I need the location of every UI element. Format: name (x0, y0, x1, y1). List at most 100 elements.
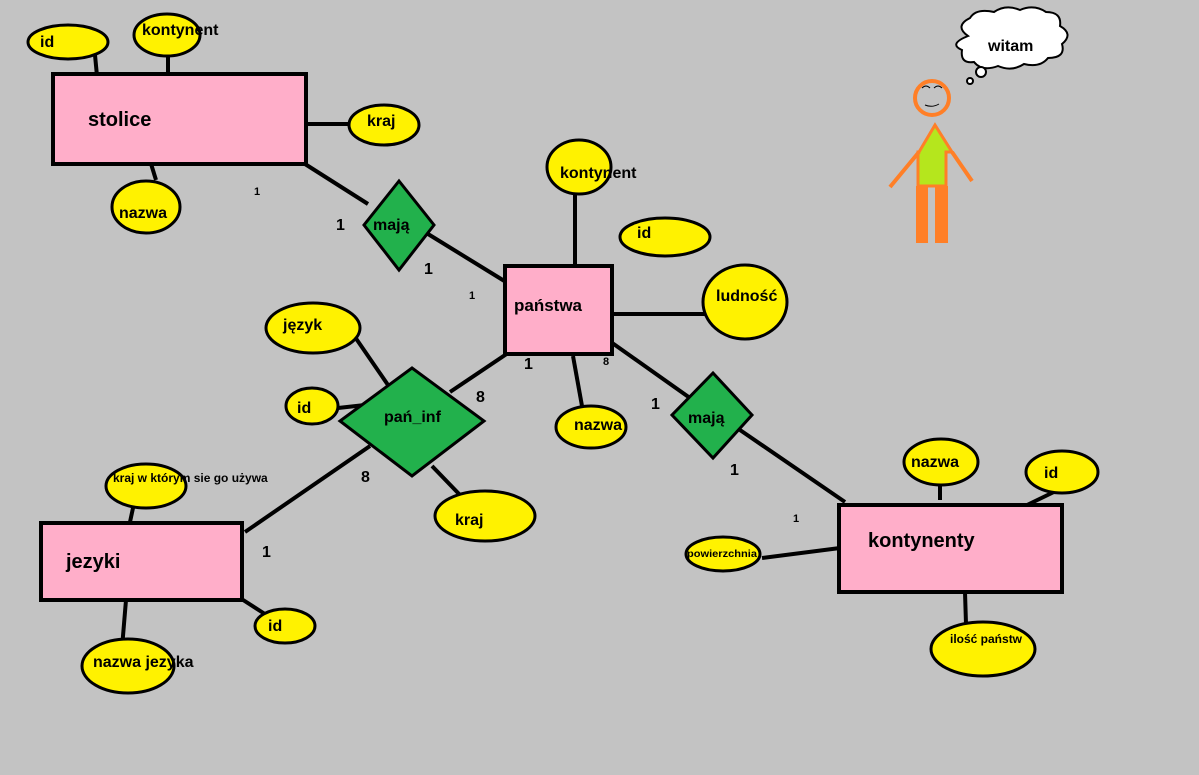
entity-box (503, 264, 614, 356)
attribute-ellipse (132, 12, 202, 58)
attribute-jezyki-id[interactable]: id (253, 607, 317, 645)
attribute-ellipse (618, 216, 712, 258)
attribute-ellipse (253, 607, 317, 645)
stick-figure (888, 79, 974, 243)
attribute-kontynenty-id[interactable]: id (1024, 449, 1100, 495)
figure-shirt (916, 122, 955, 188)
attribute-label: id (40, 34, 54, 51)
connector-kontynenty-powierzchnia (761, 546, 841, 560)
attribute-ellipse (80, 637, 176, 695)
connector-paninf-jezyki (243, 444, 372, 534)
connector-jezyki-kraj (128, 507, 135, 523)
relation-maja-right[interactable]: mają (669, 370, 755, 461)
connector-paninf-kraj (430, 464, 462, 497)
relation-diamond (337, 366, 487, 478)
attribute-stolice-nazwa[interactable]: nazwa (110, 179, 182, 235)
attribute-paninf-id[interactable]: id (284, 386, 340, 426)
connector-panstwa-nazwa (571, 355, 584, 407)
cardinality-label: 1 (262, 544, 271, 561)
entity-stolice[interactable]: stolice (51, 72, 308, 166)
attribute-panstwa-id[interactable]: id (618, 216, 712, 258)
cardinality-label: 1 (651, 396, 660, 413)
entity-label: stolice (88, 109, 151, 131)
attribute-kontynenty-ilosc[interactable]: ilość państw (929, 620, 1037, 678)
entity-panstwa[interactable]: państwa (503, 264, 614, 356)
attribute-label: nazwa (911, 454, 959, 471)
figure-eyes (921, 85, 943, 89)
relation-diamond (362, 178, 436, 273)
connector-maja-panstwa (426, 232, 508, 284)
cardinality-label: 8 (476, 389, 485, 406)
attribute-ellipse (545, 138, 613, 196)
attribute-label: język (282, 317, 322, 334)
attribute-ellipse (433, 489, 537, 543)
entity-box (51, 72, 308, 166)
relation-maja-top[interactable]: mają (362, 178, 436, 273)
attribute-label: kontynent (560, 165, 637, 182)
cardinality-label: 8 (361, 469, 370, 486)
figure-mouth (924, 103, 940, 107)
connector-maja-kontynenty (738, 428, 847, 504)
connector-panstwa-paninf (448, 351, 510, 394)
attribute-label: id (1044, 465, 1058, 482)
attribute-ellipse (264, 301, 362, 355)
attribute-label: ludność (716, 288, 777, 305)
cardinality-label: 1 (424, 261, 433, 278)
attribute-label: powierzchnia (687, 549, 757, 560)
attribute-label: ilość państw (950, 632, 1023, 646)
cardinality-label: 1 (793, 513, 799, 525)
entity-box (837, 503, 1064, 594)
attribute-kontynenty-powierzchnia[interactable]: powierzchnia (684, 535, 762, 573)
attribute-label: nazwa (119, 205, 167, 222)
entity-box (39, 521, 244, 602)
figure-left-leg (916, 186, 928, 243)
attribute-panstwa-ludnosc[interactable]: ludność (701, 263, 789, 341)
attribute-panstwa-kontynent[interactable]: kontynent (545, 138, 637, 196)
attribute-jezyki-kraj[interactable]: kraj w którym sie go używa (104, 462, 268, 510)
figure-head (913, 79, 951, 117)
attribute-stolice-kontynent[interactable]: kontynent (132, 12, 219, 58)
connector-stolice-maja (303, 162, 370, 206)
speech-bubble-dot (966, 77, 974, 85)
attribute-ellipse (554, 404, 628, 450)
attribute-ellipse (701, 263, 789, 341)
attribute-jezyki-nazwa[interactable]: nazwa jezyka (80, 637, 194, 695)
cardinality-label: 1 (730, 462, 739, 479)
speech-bubble: witam (955, 6, 1069, 85)
entity-kontynenty[interactable]: kontynenty (837, 503, 1064, 594)
speech-bubble-cloud (955, 6, 1069, 70)
speech-bubble-text: witam (987, 38, 1033, 55)
attribute-stolice-kraj[interactable]: kraj (347, 103, 421, 147)
attribute-label: id (637, 225, 651, 242)
cardinality-label: 1 (254, 186, 260, 198)
attribute-ellipse (26, 23, 110, 61)
entity-label: jezyki (65, 551, 120, 573)
attribute-kontynenty-nazwa[interactable]: nazwa (902, 437, 980, 487)
relation-pan-inf[interactable]: pań_inf (337, 366, 487, 478)
attribute-label: id (268, 618, 282, 635)
cardinality-label: 1 (524, 356, 533, 373)
attribute-label: nazwa (574, 417, 622, 434)
figure-right-arm (950, 150, 974, 183)
attribute-paninf-jezyk[interactable]: język (264, 301, 362, 355)
attribute-ellipse (902, 437, 980, 487)
attribute-label: kraj (367, 113, 395, 130)
figure-left-arm (888, 150, 921, 189)
attribute-ellipse (104, 462, 188, 510)
connector-paninf-jezyk (353, 335, 390, 387)
cardinality-label: 1 (469, 290, 475, 302)
attribute-paninf-kraj[interactable]: kraj (433, 489, 537, 543)
entity-label: kontynenty (868, 530, 976, 552)
entity-jezyki[interactable]: jezyki (39, 521, 244, 602)
attribute-ellipse (284, 386, 340, 426)
attribute-label: kraj w którym sie go używa (113, 471, 268, 485)
attribute-panstwa-nazwa[interactable]: nazwa (554, 404, 628, 450)
attribute-stolice-id[interactable]: id (26, 23, 110, 61)
figure-right-leg (935, 186, 948, 243)
relation-diamond (669, 370, 755, 461)
attribute-ellipse (347, 103, 421, 147)
cardinality-label: 1 (336, 217, 345, 234)
attribute-label: id (297, 400, 311, 417)
